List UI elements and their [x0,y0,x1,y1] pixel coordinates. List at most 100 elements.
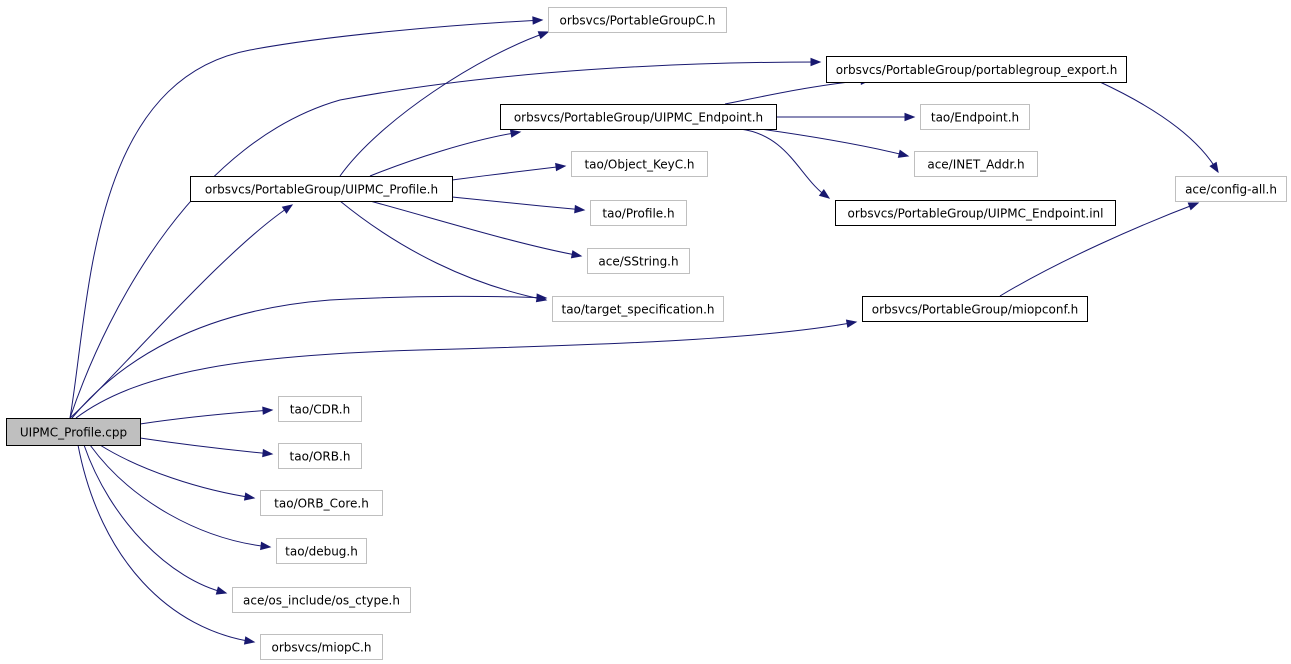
edge-line [75,321,857,419]
arrowhead-icon [509,129,522,138]
node-label: ace/os_include/os_ctype.h [243,594,400,608]
include-node-ace-inet-addr-h[interactable]: ace/INET_Addr.h [914,151,1038,177]
edge-orbsvcs-portablegroup-miopconf-h-to-ace-config-all-h [999,202,1200,297]
edge-line [339,31,549,177]
edge-orbsvcs-portablegroup-uipmc-endpoint-h-to-orbsvcs-portablegroup-uipmc-endpoint-inl [739,128,831,199]
node-box [500,104,777,130]
include-node-tao-debug-h[interactable]: tao/debug.h [276,538,367,564]
node-label: orbsvcs/PortableGroup/UIPMC_Endpoint.h [514,111,763,125]
arrowhead-icon [1209,161,1219,174]
node-label: orbsvcs/PortableGroup/UIPMC_Profile.h [205,183,438,197]
edge-line [369,131,521,177]
edge-orbsvcs-portablegroup-uipmc-endpoint-h-to-tao-endpoint-h [776,112,916,122]
edge-line [739,128,830,199]
node-box [835,200,1116,226]
node-label: tao/target_specification.h [561,303,714,317]
node-label: orbsvcs/miopC.h [272,641,372,655]
arrowhead-icon [845,319,858,328]
node-box [232,587,411,613]
node-box [548,7,727,33]
node-label: ace/INET_Addr.h [927,158,1024,172]
edge-line [451,165,566,181]
node-box [862,296,1088,322]
node-box [260,634,383,660]
root-file-node[interactable]: UIPMC_Profile.cpp [6,418,141,446]
node-label: tao/Endpoint.h [931,111,1019,125]
arrowhead-icon [243,636,256,645]
edge-orbsvcs-portablegroup-uipmc-profile-h-to-tao-object-keyc-h [451,162,567,181]
node-label: UIPMC_Profile.cpp [20,426,127,440]
edge-line [83,444,227,594]
edge-uipmc-profile-cpp-to-tao-debug-h [89,444,272,551]
node-box [914,151,1038,177]
node-box [920,104,1030,130]
include-node-tao-profile-h[interactable]: tao/Profile.h [590,200,687,226]
node-label: ace/SString.h [598,255,678,269]
edge-orbsvcs-portablegroup-uipmc-profile-h-to-tao-target-specification-h [339,200,548,303]
node-label: tao/debug.h [285,545,358,559]
node-label: tao/Object_KeyC.h [584,158,694,172]
include-node-ace-config-all-h[interactable]: ace/config-all.h [1175,176,1287,202]
arrowhead-icon [555,162,567,172]
node-label: orbsvcs/PortableGroup/portablegroup_expo… [836,63,1118,77]
edge-line [69,61,821,419]
edge-line [1099,81,1219,173]
edge-orbsvcs-portablegroup-uipmc-profile-h-to-tao-profile-h [451,196,586,214]
edge-orbsvcs-portablegroup-portablegroup-export-h-to-ace-config-all-h [1099,81,1219,174]
arrowhead-icon [1187,202,1200,211]
node-label: orbsvcs/PortableGroup/UIPMC_Endpoint.inl [848,207,1104,221]
edge-line [69,19,543,419]
include-node-tao-cdr-h[interactable]: tao/CDR.h [278,396,362,422]
include-node-orbsvcs-portablegroup-uipmc-profile-h[interactable]: orbsvcs/PortableGroup/UIPMC_Profile.h [190,176,453,202]
edge-orbsvcs-portablegroup-uipmc-profile-h-to-orbsvcs-portablegroupc-h [339,31,550,177]
edge-line [724,79,871,105]
node-box [278,396,362,422]
node-label: tao/CDR.h [290,403,350,417]
edge-line [759,128,909,157]
node-label: tao/ORB.h [290,450,351,464]
edge-line [339,200,547,301]
node-box [571,151,708,177]
arrowhead-icon [570,250,583,259]
arrowhead-icon [574,204,586,214]
node-box [1175,176,1287,202]
edge-orbsvcs-portablegroup-uipmc-profile-h-to-orbsvcs-portablegroup-uipmc-endpoint-h [369,129,522,177]
include-node-orbsvcs-portablegroup-portablegroup-export-h[interactable]: orbsvcs/PortableGroup/portablegroup_expo… [826,56,1127,83]
arrowhead-icon [262,448,274,458]
node-box [276,538,367,564]
edge-line [999,202,1199,297]
include-node-orbsvcs-portablegroupc-h[interactable]: orbsvcs/PortableGroupC.h [548,7,727,33]
include-node-tao-orb-h[interactable]: tao/ORB.h [278,443,362,469]
include-node-orbsvcs-portablegroup-uipmc-endpoint-h[interactable]: orbsvcs/PortableGroup/UIPMC_Endpoint.h [500,104,777,130]
arrowhead-icon [535,293,548,303]
edge-uipmc-profile-cpp-to-ace-os-include-os-ctype-h [83,444,228,595]
node-box [587,248,690,274]
node-box [552,296,724,322]
include-node-orbsvcs-portablegroup-miopconf-h[interactable]: orbsvcs/PortableGroup/miopconf.h [862,296,1088,322]
arrowhead-icon [532,16,544,25]
include-node-tao-endpoint-h[interactable]: tao/Endpoint.h [920,104,1030,130]
edge-uipmc-profile-cpp-to-orbsvcs-portablegroup-miopconf-h [75,319,858,419]
node-label: tao/ORB_Core.h [274,497,369,511]
edge-line [71,295,547,419]
arrowhead-icon [262,406,274,415]
edge-line [139,437,273,455]
edge-uipmc-profile-cpp-to-orbsvcs-miopc-h [77,444,256,645]
include-node-tao-orb-core-h[interactable]: tao/ORB_Core.h [260,490,383,516]
edge-line [369,200,582,257]
include-node-ace-os-include-os-ctype-h[interactable]: ace/os_include/os_ctype.h [232,587,411,613]
node-box [260,490,383,516]
edge-uipmc-profile-cpp-to-tao-orb-h [139,437,274,458]
edge-line [139,409,273,425]
include-node-tao-target-specification-h[interactable]: tao/target_specification.h [552,296,724,322]
include-node-orbsvcs-portablegroup-uipmc-endpoint-inl[interactable]: orbsvcs/PortableGroup/UIPMC_Endpoint.inl [835,200,1116,226]
include-node-tao-object-keyc-h[interactable]: tao/Object_KeyC.h [571,151,708,177]
node-label: orbsvcs/PortableGroupC.h [560,14,716,28]
include-node-orbsvcs-miopc-h[interactable]: orbsvcs/miopC.h [260,634,383,660]
arrowhead-icon [904,112,916,122]
node-layer: UIPMC_Profile.cpp orbsvcs/PortableGroupC.… [6,7,1287,660]
edge-uipmc-profile-cpp-to-tao-orb-core-h [99,444,256,501]
edge-uipmc-profile-cpp-to-orbsvcs-portablegroup-portablegroup-export-h [69,57,822,419]
include-node-ace-sstring-h[interactable]: ace/SString.h [587,248,690,274]
